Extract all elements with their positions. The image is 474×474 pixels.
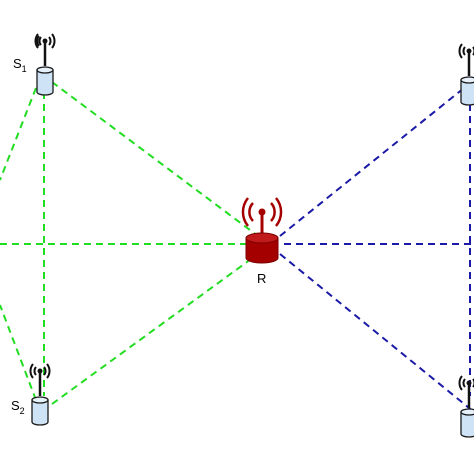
relay-label: R xyxy=(257,271,266,286)
link-s2-relay xyxy=(51,253,259,405)
link-s1-relay xyxy=(51,81,259,237)
link-relay-d1 xyxy=(279,79,474,237)
antenna-terminal-icon xyxy=(29,363,51,426)
s2-label: S2 xyxy=(11,398,25,416)
link-s2-left xyxy=(0,304,37,401)
node-s2 xyxy=(29,363,51,426)
antenna-terminal-icon xyxy=(34,33,56,96)
node-d1 xyxy=(458,43,474,106)
link-relay-d2 xyxy=(279,253,474,413)
relay-router-icon xyxy=(241,197,283,264)
node-d2 xyxy=(458,375,474,438)
s1-label: S1 xyxy=(13,56,27,74)
link-s1-left xyxy=(0,87,37,181)
antenna-terminal-icon xyxy=(458,43,474,106)
node-relay: R xyxy=(241,197,283,286)
node-s1 xyxy=(34,33,56,96)
antenna-terminal-icon xyxy=(458,375,474,438)
destination-links xyxy=(279,79,474,413)
source-links xyxy=(0,81,259,405)
